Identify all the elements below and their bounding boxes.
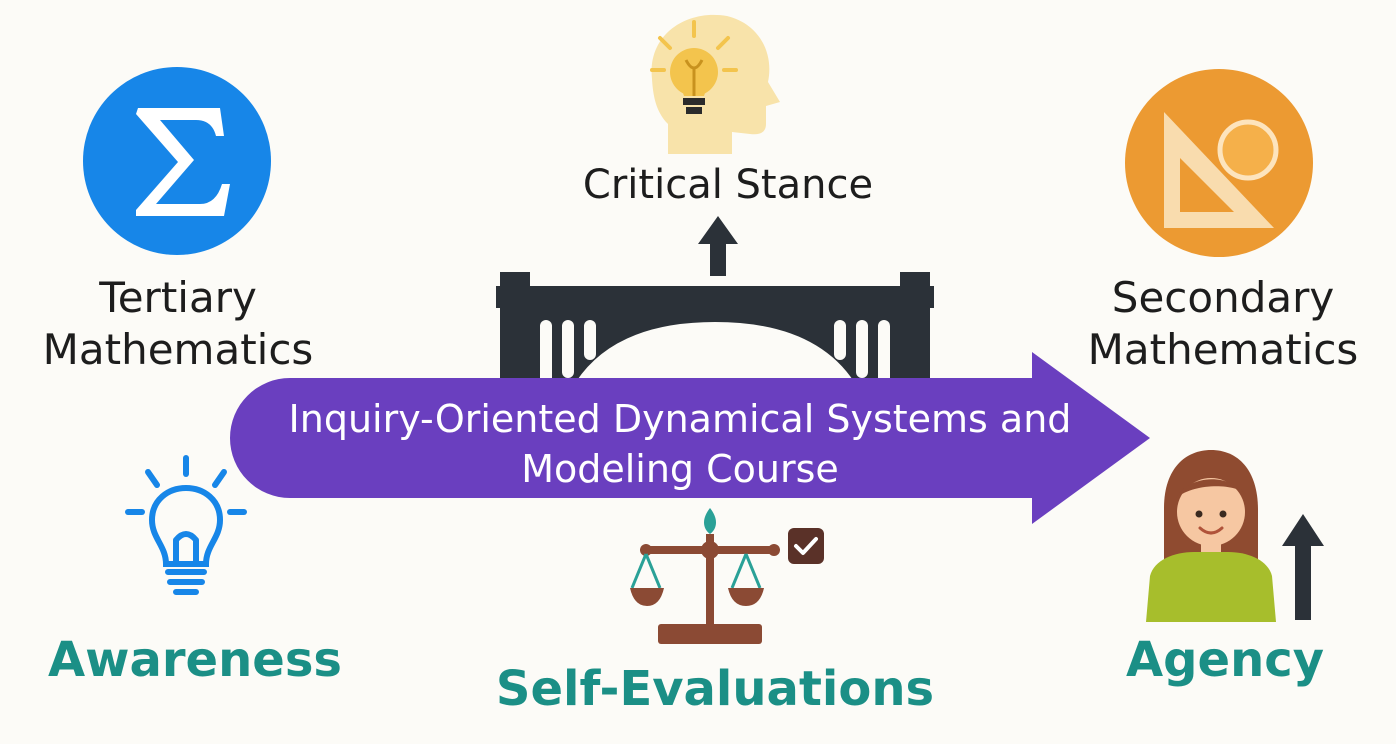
awareness-label: Awareness xyxy=(48,632,342,688)
up-arrow-icon xyxy=(1282,514,1324,620)
self-evaluations-label: Self-Evaluations xyxy=(495,661,935,717)
up-arrow-icon xyxy=(698,216,738,276)
center-arrow-line1: Inquiry-Oriented Dynamical Systems and xyxy=(288,397,1072,441)
tertiary-line2: Mathematics xyxy=(42,325,314,374)
agency-label: Agency xyxy=(1126,632,1324,688)
bridge-icon xyxy=(496,272,934,402)
center-arrow-line2: Modeling Course xyxy=(521,447,839,491)
sigma-icon xyxy=(83,67,271,255)
tertiary-mathematics-label: Tertiary Mathematics xyxy=(20,272,336,376)
tertiary-line1: Tertiary xyxy=(99,273,257,322)
critical-stance-label: Critical Stance xyxy=(582,162,874,208)
lightbulb-icon xyxy=(125,455,247,595)
secondary-mathematics-label: Secondary Mathematics xyxy=(1068,272,1378,376)
scales-icon xyxy=(630,508,780,644)
secondary-line2: Mathematics xyxy=(1087,325,1359,374)
head-lightbulb-icon xyxy=(650,14,780,154)
set-square-icon xyxy=(1125,69,1313,257)
checkbox-icon xyxy=(788,528,824,564)
center-arrow-label: Inquiry-Oriented Dynamical Systems and M… xyxy=(250,394,1110,494)
secondary-line1: Secondary xyxy=(1111,273,1335,322)
person-icon xyxy=(1146,450,1276,622)
